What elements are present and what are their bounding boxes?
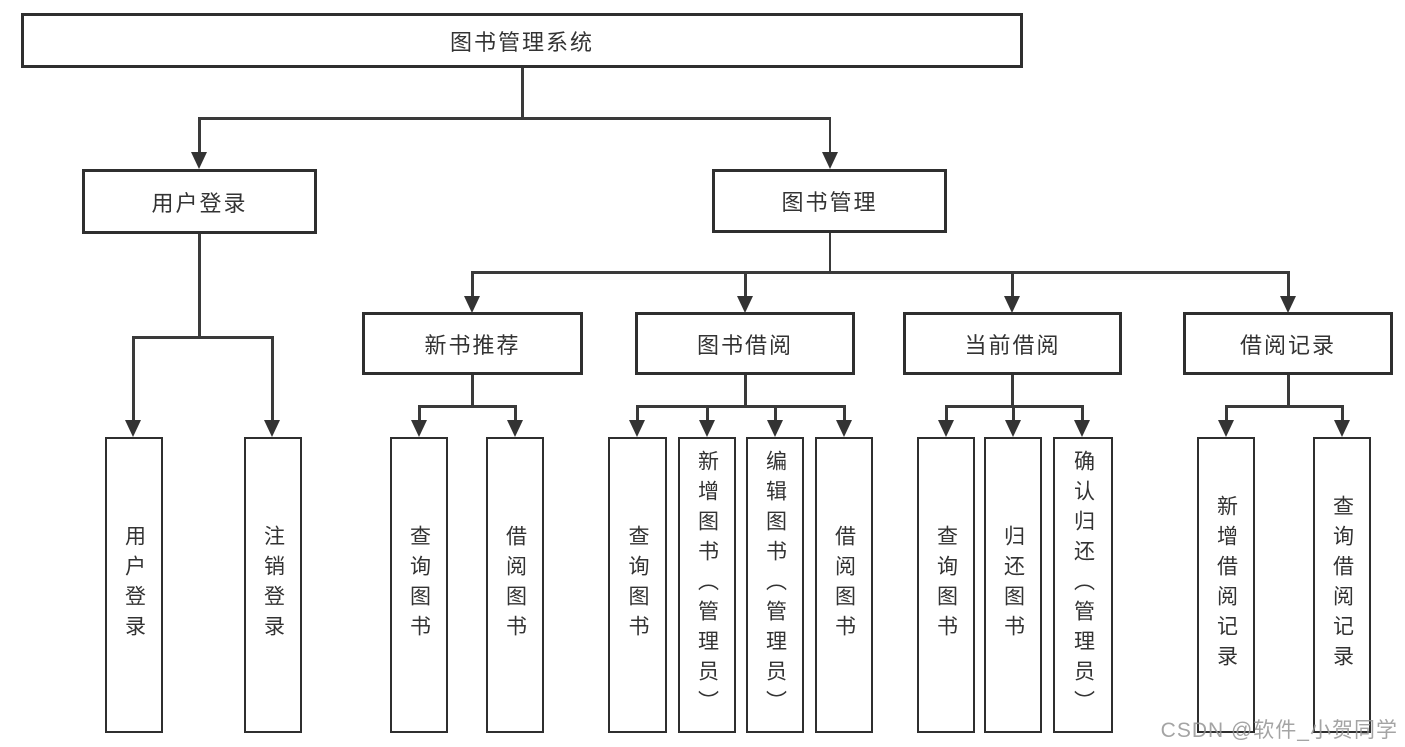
connector-line <box>636 405 639 421</box>
arrow-down-icon <box>1218 420 1234 437</box>
connector-line <box>1011 375 1014 407</box>
connector-line <box>774 405 777 421</box>
connector-line <box>1081 405 1084 421</box>
connector-line <box>828 117 831 154</box>
connector-line <box>1225 405 1228 421</box>
connector-line <box>132 336 273 339</box>
arrow-down-icon <box>1280 296 1296 313</box>
arrow-down-icon <box>411 420 427 437</box>
connector-line <box>636 405 845 408</box>
connector-line <box>418 405 516 408</box>
leaf-add-book-admin: 新增图书（管理员） <box>678 437 736 733</box>
arrow-down-icon <box>938 420 954 437</box>
arrow-down-icon <box>836 420 852 437</box>
node-user-login: 用户登录 <box>82 169 317 234</box>
connector-line <box>706 405 709 421</box>
leaf-query-borrow-record: 查询借阅记录 <box>1313 437 1371 733</box>
connector-line <box>132 336 135 421</box>
csdn-watermark: CSDN @软件_小贺同学 <box>1160 719 1398 742</box>
leaf-user-login: 用户登录 <box>105 437 163 733</box>
node-root: 图书管理系统 <box>21 13 1023 68</box>
connector-line <box>1225 405 1343 408</box>
connector-line <box>521 68 524 118</box>
arrow-down-icon <box>1005 420 1021 437</box>
leaf-borrow-book: 借阅图书 <box>815 437 873 733</box>
connector-line <box>1341 405 1344 421</box>
arrow-down-icon <box>629 420 645 437</box>
connector-line <box>843 405 846 421</box>
connector-line <box>198 234 201 338</box>
node-book-borrow: 图书借阅 <box>635 312 855 375</box>
node-book-management: 图书管理 <box>712 169 947 233</box>
node-new-book-recommend-label: 新书推荐 <box>424 332 521 358</box>
node-new-book-recommend: 新书推荐 <box>362 312 583 375</box>
leaf-borrow-book-recommend: 借阅图书 <box>486 437 544 733</box>
connector-line <box>471 271 1289 274</box>
connector-line <box>744 375 747 407</box>
node-current-borrow: 当前借阅 <box>903 312 1122 375</box>
arrow-down-icon <box>464 296 480 313</box>
node-borrow-records: 借阅记录 <box>1183 312 1393 375</box>
connector-line <box>1012 405 1015 421</box>
arrow-down-icon <box>737 296 753 313</box>
connector-line <box>471 375 474 407</box>
arrow-down-icon <box>1004 296 1020 313</box>
connector-line <box>198 117 201 154</box>
leaf-add-borrow-record: 新增借阅记录 <box>1197 437 1255 733</box>
leaf-confirm-return-admin: 确认归还（管理员） <box>1053 437 1113 733</box>
node-book-management-label: 图书管理 <box>781 190 878 215</box>
arrow-down-icon <box>507 420 523 437</box>
node-user-login-label: 用户登录 <box>151 190 248 216</box>
connector-line <box>744 271 747 297</box>
arrow-down-icon <box>264 420 280 437</box>
connector-line <box>828 233 831 273</box>
arrow-down-icon <box>125 420 141 437</box>
leaf-return-book: 归还图书 <box>984 437 1042 733</box>
node-current-borrow-label: 当前借阅 <box>964 332 1061 358</box>
connector-line <box>418 405 421 421</box>
connector-line <box>198 117 830 120</box>
connector-line <box>1287 271 1290 297</box>
arrow-down-icon <box>1074 420 1090 437</box>
leaf-logout: 注销登录 <box>244 437 302 733</box>
leaf-edit-book-admin: 编辑图书（管理员） <box>746 437 804 733</box>
leaf-query-book-current: 查询图书 <box>917 437 975 733</box>
connector-line <box>945 405 948 421</box>
node-borrow-records-label: 借阅记录 <box>1239 332 1336 358</box>
leaf-query-book-recommend: 查询图书 <box>390 437 448 733</box>
arrow-down-icon <box>699 420 715 437</box>
arrow-down-icon <box>767 420 783 437</box>
connector-line <box>1011 271 1014 297</box>
node-book-borrow-label: 图书借阅 <box>696 332 793 358</box>
connector-line <box>271 336 274 421</box>
arrow-down-icon <box>191 152 207 169</box>
node-root-label: 图书管理系统 <box>449 29 594 55</box>
connector-line <box>514 405 517 421</box>
leaf-query-book-borrow: 查询图书 <box>608 437 667 733</box>
arrow-down-icon <box>822 152 838 169</box>
connector-line <box>471 271 474 297</box>
arrow-down-icon <box>1334 420 1350 437</box>
connector-line <box>1287 375 1290 407</box>
